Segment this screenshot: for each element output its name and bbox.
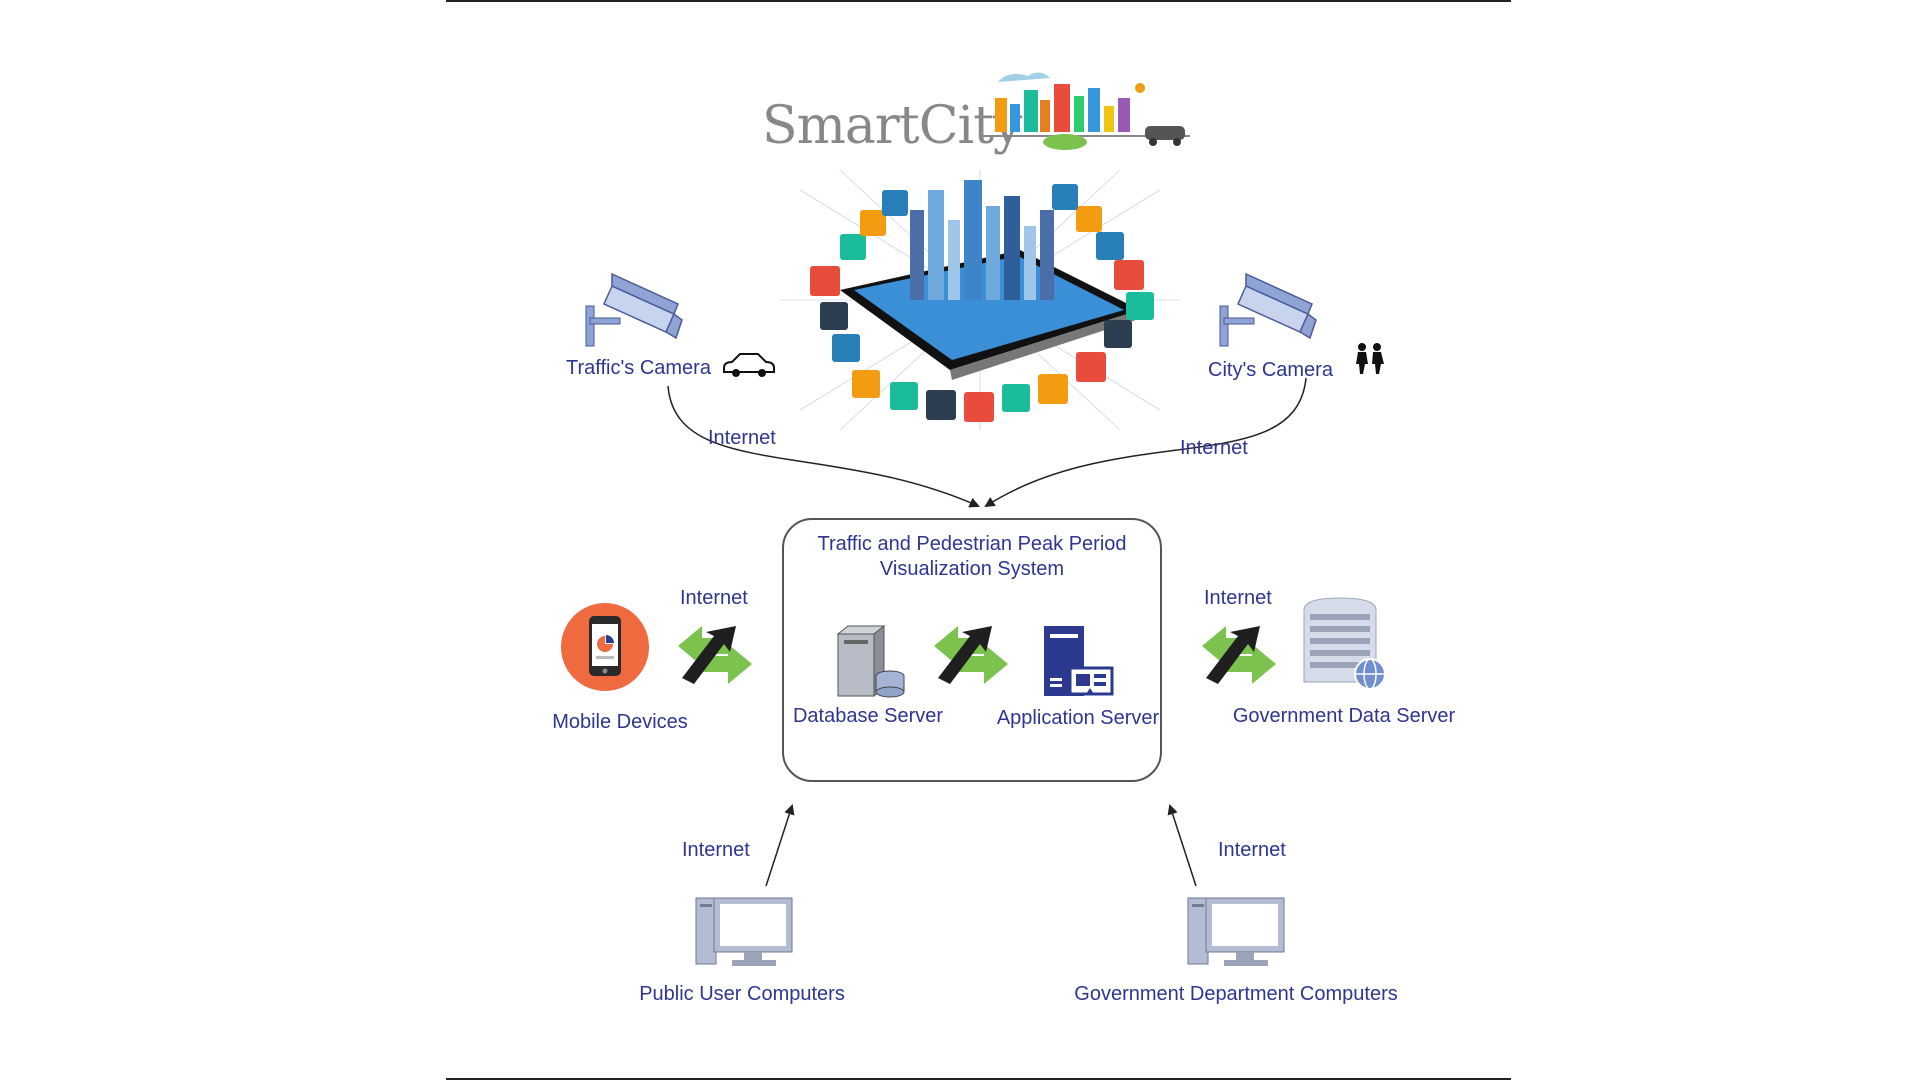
traffic-camera-icon bbox=[585, 272, 683, 347]
internet-label-traffic: Internet bbox=[708, 427, 776, 449]
database-server-label: Database Server bbox=[792, 705, 944, 727]
system-title: Traffic and Pedestrian Peak Period Visua… bbox=[784, 532, 1160, 582]
system-title-line2: Visualization System bbox=[879, 558, 1065, 580]
government-computer-icon bbox=[1187, 897, 1285, 966]
mobile-phone-icon bbox=[561, 603, 649, 691]
traffic-camera-label: Traffic's Camera bbox=[566, 357, 711, 379]
internet-label-mobile: Internet bbox=[680, 587, 748, 609]
internet-label-gov-dept: Internet bbox=[1218, 839, 1286, 861]
mobile-devices-label: Mobile Devices bbox=[552, 711, 688, 733]
data-server-globe-icon bbox=[1303, 597, 1386, 690]
sync-arrows-icon bbox=[934, 626, 1008, 684]
car-icon bbox=[723, 353, 775, 377]
top-rule bbox=[446, 0, 1511, 2]
system-title-line1: Traffic and Pedestrian Peak Period bbox=[817, 533, 1127, 555]
bottom-rule bbox=[446, 1078, 1511, 1080]
internet-label-city: Internet bbox=[1180, 437, 1248, 459]
smartcity-logo bbox=[980, 72, 1190, 150]
internet-label-public: Internet bbox=[682, 839, 750, 861]
internet-label-gov-data: Internet bbox=[1204, 587, 1272, 609]
government-department-computers-label: Government Department Computers bbox=[1074, 983, 1398, 1005]
smartcity-tablet-illustration bbox=[780, 170, 1180, 430]
database-server-icon bbox=[836, 624, 905, 698]
smartcity-logo-text: SmartCity bbox=[762, 96, 1022, 156]
application-server-label: Application Server bbox=[996, 707, 1160, 729]
city-camera-icon bbox=[1219, 272, 1317, 347]
sync-arrows-icon-mobile bbox=[678, 626, 752, 684]
system-box: Traffic and Pedestrian Peak Period Visua… bbox=[782, 518, 1162, 782]
application-server-icon bbox=[1044, 626, 1114, 696]
city-camera-label: City's Camera bbox=[1208, 359, 1333, 381]
government-data-server-label: Government Data Server bbox=[1232, 705, 1456, 727]
pedestrians-icon bbox=[1356, 343, 1384, 374]
public-computer-icon bbox=[695, 897, 793, 966]
sync-arrows-icon-gov-data bbox=[1202, 626, 1276, 684]
public-user-computers-label: Public User Computers bbox=[639, 983, 845, 1005]
